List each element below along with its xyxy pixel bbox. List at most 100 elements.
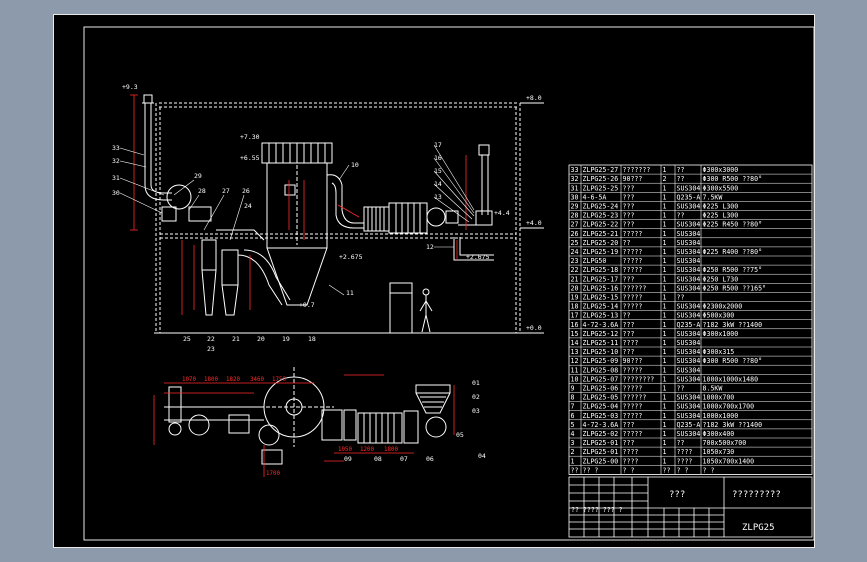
bom-cell: ZLPG25-00 [583,457,619,465]
bom-cell: Q235-A [677,193,701,201]
bom-cell: ZLPG25-01 [583,448,619,456]
bom-cell: SUS304 [677,221,701,229]
bom-cell: SUS304 [677,257,701,265]
bom-cell: SUS304 [677,394,701,402]
bom-cell: ???? [623,339,639,347]
bom-cell: ??? [623,439,635,447]
callout-01: 01 [472,379,480,387]
bom-cell: 18 [571,303,579,311]
plan-dimension-lines [153,374,455,477]
bom-cell: 1 [663,430,667,438]
bom-cell: ZLPG25-05 [583,394,619,402]
bom-cell: ???? [623,448,639,456]
bom-cell: Φ225 R400 ??80° [703,248,763,256]
bom-cell: Φ225 L300 [703,203,739,211]
bom-cell: ZLPG25-08 [583,366,619,374]
callout-25: 25 [183,335,191,343]
bom-cell: ??? [623,212,635,220]
bom-cell: 1 [663,230,667,238]
bom-cell: SUS304 [677,303,701,311]
callout-31: 31 [112,174,120,182]
bom-cell: 1 [663,330,667,338]
plan-dim-6: 1050 [338,447,352,453]
bom-cell: ZLPG25-15 [583,294,619,302]
bom-cell: ZLPG25-22 [583,221,619,229]
bom-cell: 8.5KW [703,385,723,393]
bom-cell: ?? [677,212,685,220]
bom-cell: SUS304 [677,330,701,338]
bom-cell: 22 [571,266,579,274]
bom-cell: 1000x700 [703,394,735,402]
bom-cell: ????? [623,430,643,438]
elev-roof: +8.0 [526,94,542,102]
bom-cell: 1 [663,348,667,356]
bom-cell: 13 [571,348,579,356]
bom-cell: ????? [623,403,643,411]
elev-ground-right: +0.0 [526,324,542,332]
building-elevation [154,102,544,334]
bom-cell: ??? [623,421,635,429]
bom-cell: 28 [571,212,579,220]
bom-cell: Φ300x315 [703,348,735,356]
bom-cell: 1 [663,321,667,329]
bom-cell: SUS304 [677,412,701,420]
callout-09: 09 [344,455,352,463]
callout-13: 13 [434,193,442,201]
drawing-code: ZLPG25 [742,523,775,533]
bom-cell: 20 [571,284,579,292]
bom-cell: 1 [663,284,667,292]
plan-dim-4: 3460 [250,377,264,383]
bom-cell: ?????? [623,394,647,402]
callout-07: 07 [400,455,408,463]
bom-cell: ???? [623,457,639,465]
bom-cell: 30 [571,193,579,201]
bom-cell: SUS304 [677,203,701,211]
bom-cell: 1 [571,457,575,465]
bom-cell: ????? [623,303,643,311]
right-duct [453,144,494,261]
callout-03: 03 [472,407,480,415]
bom-cell: ??? [623,184,635,192]
bom-cell: Φ225 L300 [703,212,739,220]
bom-cell: 4 [571,430,575,438]
callout-33: 33 [112,144,120,152]
bom-cell: 4-72-3.6A [583,421,619,429]
bom-cell: 1 [663,421,667,429]
bom-cell: 23 [571,257,579,265]
callout-08: 08 [374,455,382,463]
bom-cell: ZLPG25-18 [583,266,619,274]
bom-cell: 10 [571,375,579,383]
bom-cell: ZLPG50 [583,257,607,265]
bom-cell: ?? [677,439,685,447]
callout-15: 15 [434,167,442,175]
bom-cell: 24 [571,248,579,256]
bom-cell: 1 [663,448,667,456]
bom-cell: ????? [623,385,643,393]
bom-cell: ???????? [623,375,655,383]
bom-cell: 33 [571,166,579,174]
bom-cell: ZLPG25-25 [583,184,619,192]
bom-cell: Φ250 R500 ??165° [703,284,767,292]
bom-cell: 1 [663,239,667,247]
bom-cell: ????? [623,412,643,420]
bom-cell: 1 [663,221,667,229]
bom-cell: 1000x1000 [703,412,739,420]
bom-cell: ????? [623,266,643,274]
bom-cell: 1 [663,248,667,256]
bom-cell: 1 [663,339,667,347]
title-block-row: ?? ???? ??? ? [571,506,623,514]
cad-drawing: 33ZLPG25-27???????1??Φ300x300032ZLPG25-2… [83,26,815,541]
bom-cell: 29 [571,203,579,211]
bom-cell: ?? [677,175,685,183]
bom-cell: 4-6-5A [583,193,607,201]
callout-23: 23 [207,345,215,353]
bom-cell: 1050x730 [703,448,735,456]
bom-cell: 11 [571,366,579,374]
bom-cell: 1 [663,375,667,383]
bom-cell: ZLPG25-12 [583,330,619,338]
drying-tower [261,142,333,306]
bom-cell: 1 [663,275,667,283]
bom-cell: ?? [677,385,685,393]
bom-cell: 2 [571,448,575,456]
